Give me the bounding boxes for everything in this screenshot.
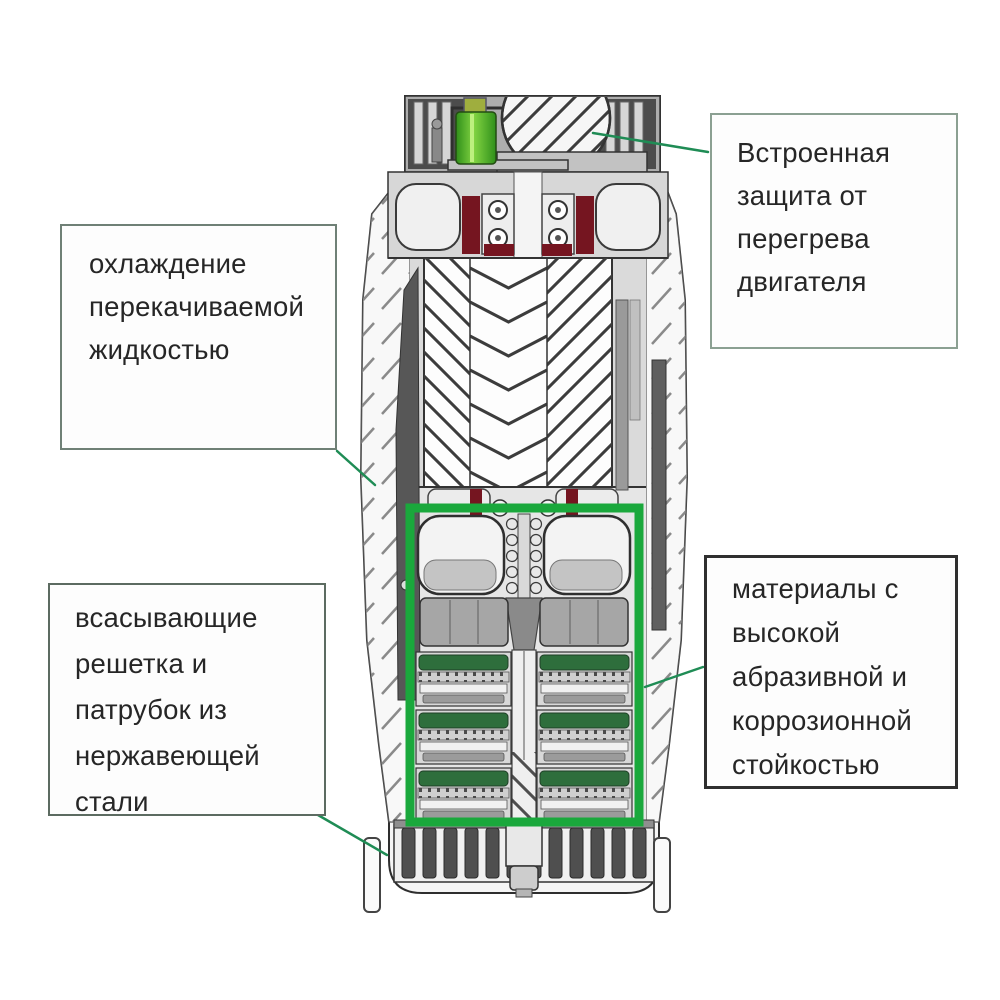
callout-text-line: абразивной и bbox=[732, 661, 908, 692]
callout-cooling: охлаждение перекачиваемой жидкостью bbox=[60, 224, 337, 450]
thermal-protector-cylinder bbox=[447, 97, 569, 171]
stator-rotor-section bbox=[410, 257, 646, 488]
callout-text-line: нержавеющей bbox=[75, 740, 260, 771]
callout-text-line: жидкостью bbox=[89, 334, 230, 365]
callout-text-line: высокой bbox=[732, 617, 841, 648]
callout-text-line: перекачиваемой bbox=[89, 291, 305, 322]
callout-text-line: коррозионной bbox=[732, 705, 912, 736]
callout-motor-protection: Встроенная защита от перегрева двигателя bbox=[710, 113, 958, 349]
callout-text-line: решетка и bbox=[75, 648, 208, 679]
impeller-stage bbox=[536, 651, 633, 707]
callout-text-line: стойкостью bbox=[732, 749, 880, 780]
callout-text-line: охлаждение bbox=[89, 248, 247, 279]
connector-line-cooling bbox=[335, 449, 377, 487]
rotor-shaft-chevron bbox=[470, 258, 547, 487]
callout-suction: всасывающие решетка и патрубок из нержав… bbox=[48, 583, 326, 817]
callout-text-line: Встроенная bbox=[737, 137, 891, 168]
impeller-stage bbox=[415, 651, 512, 707]
callout-text-line: стали bbox=[75, 786, 149, 817]
stator-winding-left bbox=[424, 258, 470, 487]
bearing-seat-red bbox=[576, 196, 594, 254]
suction-grate bbox=[363, 819, 671, 913]
connector-line-materials bbox=[643, 665, 705, 689]
upper-bearing-assembly bbox=[387, 171, 669, 259]
bearing-seat-red bbox=[462, 196, 480, 254]
impeller-stage bbox=[536, 767, 633, 823]
connector-line-motor-protection bbox=[591, 131, 710, 154]
mounting-tab bbox=[653, 837, 671, 913]
callout-text-line: всасывающие bbox=[75, 602, 258, 633]
connector-line-suction bbox=[316, 813, 389, 857]
callout-materials: материалы с высокой абразивной и коррози… bbox=[704, 555, 958, 789]
impeller-stage bbox=[415, 767, 512, 823]
suction-nozzle bbox=[505, 819, 543, 867]
stator-winding-right bbox=[547, 258, 612, 487]
impeller-stage bbox=[415, 709, 512, 765]
highlight-rectangle bbox=[405, 503, 644, 827]
pump-stages-section bbox=[415, 513, 633, 823]
callout-text-line: перегрева bbox=[737, 223, 870, 254]
shaft-bearing-chain bbox=[505, 517, 543, 595]
mounting-tab bbox=[363, 837, 381, 913]
callout-text-line: двигателя bbox=[737, 266, 867, 297]
callout-text-line: защита от bbox=[737, 180, 868, 211]
pump-top-cap bbox=[404, 95, 661, 173]
callout-text-line: материалы с bbox=[732, 573, 899, 604]
callout-text-line: патрубок из bbox=[75, 694, 228, 725]
impeller-stage bbox=[536, 709, 633, 765]
